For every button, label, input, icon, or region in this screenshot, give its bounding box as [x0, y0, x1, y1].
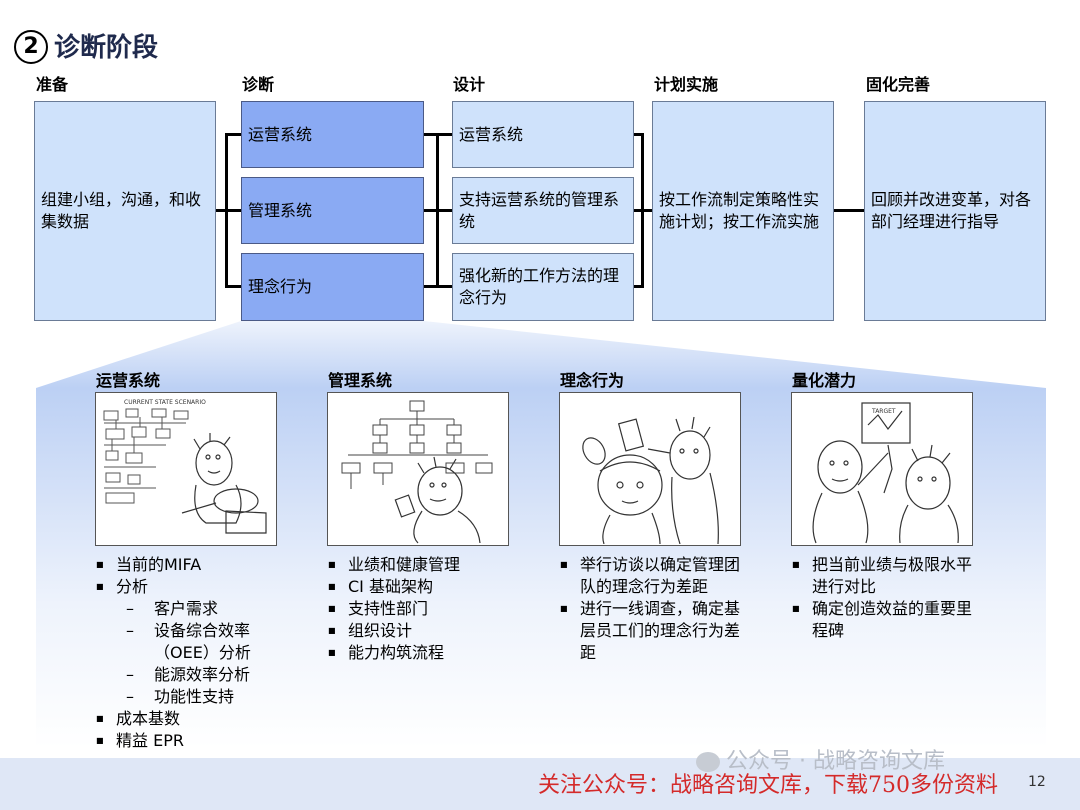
list-item: 当前的MIFA: [94, 554, 309, 576]
list-item: 举行访谈以确定管理团队的理念行为差距: [558, 554, 750, 598]
connector-line: [424, 209, 438, 212]
design-item-label: 支持运营系统的管理系统: [459, 189, 620, 231]
connector-line: [424, 133, 438, 136]
list-item: 能力构筑流程: [326, 642, 536, 664]
page-number: 12: [1028, 774, 1046, 790]
management-list: 业绩和健康管理 CI 基础架构 支持性部门 组织设计 能力构筑流程: [326, 554, 536, 664]
connector-line: [436, 209, 453, 212]
diagnose-item-label: 理念行为: [248, 277, 313, 296]
sub-list-item: 能源效率分析: [94, 664, 309, 686]
diagnose-item-management: 管理系统: [241, 177, 424, 244]
org-chart-drawing: [341, 400, 493, 544]
plan-box-text: 按工作流制定策略性实施计划；按工作流实施: [659, 190, 820, 231]
operations-list: 当前的MIFA 分析 客户需求 设备综合效率（OEE）分析 能源效率分析 功能性…: [94, 554, 309, 752]
detail-header-operations: 运营系统: [96, 371, 161, 390]
list-item: 进行一线调查，确定基层员工们的理念行为差距: [558, 598, 750, 664]
list-item: 把当前业绩与极限水平进行对比: [790, 554, 980, 598]
connector-line: [834, 209, 866, 212]
list-item: 支持性部门: [326, 598, 536, 620]
org-chart-sketch: [327, 392, 509, 546]
design-item-management: 支持运营系统的管理系统: [452, 177, 634, 244]
design-item-label: 运营系统: [459, 124, 524, 144]
mindset-list: 举行访谈以确定管理团队的理念行为差距 进行一线调查，确定基层员工们的理念行为差距: [558, 554, 750, 664]
wechat-icon: [696, 752, 720, 772]
expansion-wedge: [36, 321, 1046, 388]
sketch-caption: CURRENT STATE SCENARIO: [124, 399, 206, 406]
sub-list-item: 功能性支持: [94, 686, 309, 708]
stage-header-diagnose: 诊断: [242, 75, 275, 94]
diagnose-item-label: 管理系统: [248, 200, 313, 220]
consolidate-box: 回顾并改进变革，对各部门经理进行指导: [864, 101, 1046, 321]
connector-line: [641, 209, 653, 212]
stage-header-consolidate: 固化完善: [866, 75, 931, 94]
consolidate-box-text: 回顾并改进变革，对各部门经理进行指导: [871, 190, 1032, 231]
watermark-text: 公众号 · 战略咨询文库: [726, 749, 945, 774]
target-drawing: TARGET: [812, 402, 959, 544]
stage-header-plan: 计划实施: [654, 75, 719, 94]
connector-line: [436, 133, 453, 136]
step-number-badge: 2: [14, 30, 48, 64]
list-item: 成本基数: [94, 708, 309, 730]
diagnose-item-operations: 运营系统: [241, 101, 424, 168]
list-item: 精益 EPR: [94, 730, 309, 752]
prepare-box-text: 组建小组，沟通，和收集数据: [41, 190, 202, 231]
design-item-mindset: 强化新的工作方法的理念行为: [452, 253, 634, 321]
connector-line: [216, 209, 226, 212]
detail-header-potential: 量化潜力: [792, 371, 857, 390]
connector-line: [633, 209, 643, 212]
sub-list-item: 客户需求: [94, 598, 309, 620]
mindset-drawing: [582, 416, 719, 545]
list-item: 组织设计: [326, 620, 536, 642]
detail-header-mindset: 理念行为: [560, 371, 625, 390]
potential-list: 把当前业绩与极限水平进行对比 确定创造效益的重要里程碑: [790, 554, 980, 642]
detail-header-management: 管理系统: [328, 371, 393, 390]
mindset-sketch: [559, 392, 741, 546]
design-item-label: 强化新的工作方法的理念行为: [459, 266, 620, 307]
connector-line: [436, 285, 453, 288]
connector-line: [225, 209, 242, 212]
list-item: 分析: [94, 576, 309, 598]
list-item: 业绩和健康管理: [326, 554, 536, 576]
stage-header-prepare: 准备: [36, 75, 69, 94]
list-item: 确定创造效益的重要里程碑: [790, 598, 980, 642]
connector-line: [225, 133, 242, 136]
design-item-operations: 运营系统: [452, 101, 634, 168]
plan-box: 按工作流制定策略性实施计划；按工作流实施: [652, 101, 834, 321]
stage-header-design: 设计: [453, 75, 486, 94]
connector-line: [424, 285, 438, 288]
prepare-box: 组建小组，沟通，和收集数据: [34, 101, 216, 321]
scenario-sketch-drawing: CURRENT STATE SCENARIO: [103, 399, 267, 534]
page-title: 诊断阶段: [54, 33, 159, 63]
download-notice: 关注公众号：战略咨询文库，下载750多份资料: [538, 773, 998, 798]
connector-line: [225, 285, 242, 288]
connector-line: [633, 285, 643, 288]
diagnose-item-label: 运营系统: [248, 124, 313, 144]
footer-band: [0, 758, 1080, 810]
current-state-scenario-sketch: CURRENT STATE SCENARIO: [95, 392, 277, 546]
sketch-caption: TARGET: [871, 408, 896, 415]
target-sketch: TARGET: [791, 392, 973, 546]
list-item: CI 基础架构: [326, 576, 536, 598]
watermark: 公众号 · 战略咨询文库: [696, 748, 945, 776]
diagnose-item-mindset: 理念行为: [241, 253, 424, 321]
connector-line: [633, 133, 643, 136]
sub-list-item: 设备综合效率（OEE）分析: [94, 620, 274, 664]
